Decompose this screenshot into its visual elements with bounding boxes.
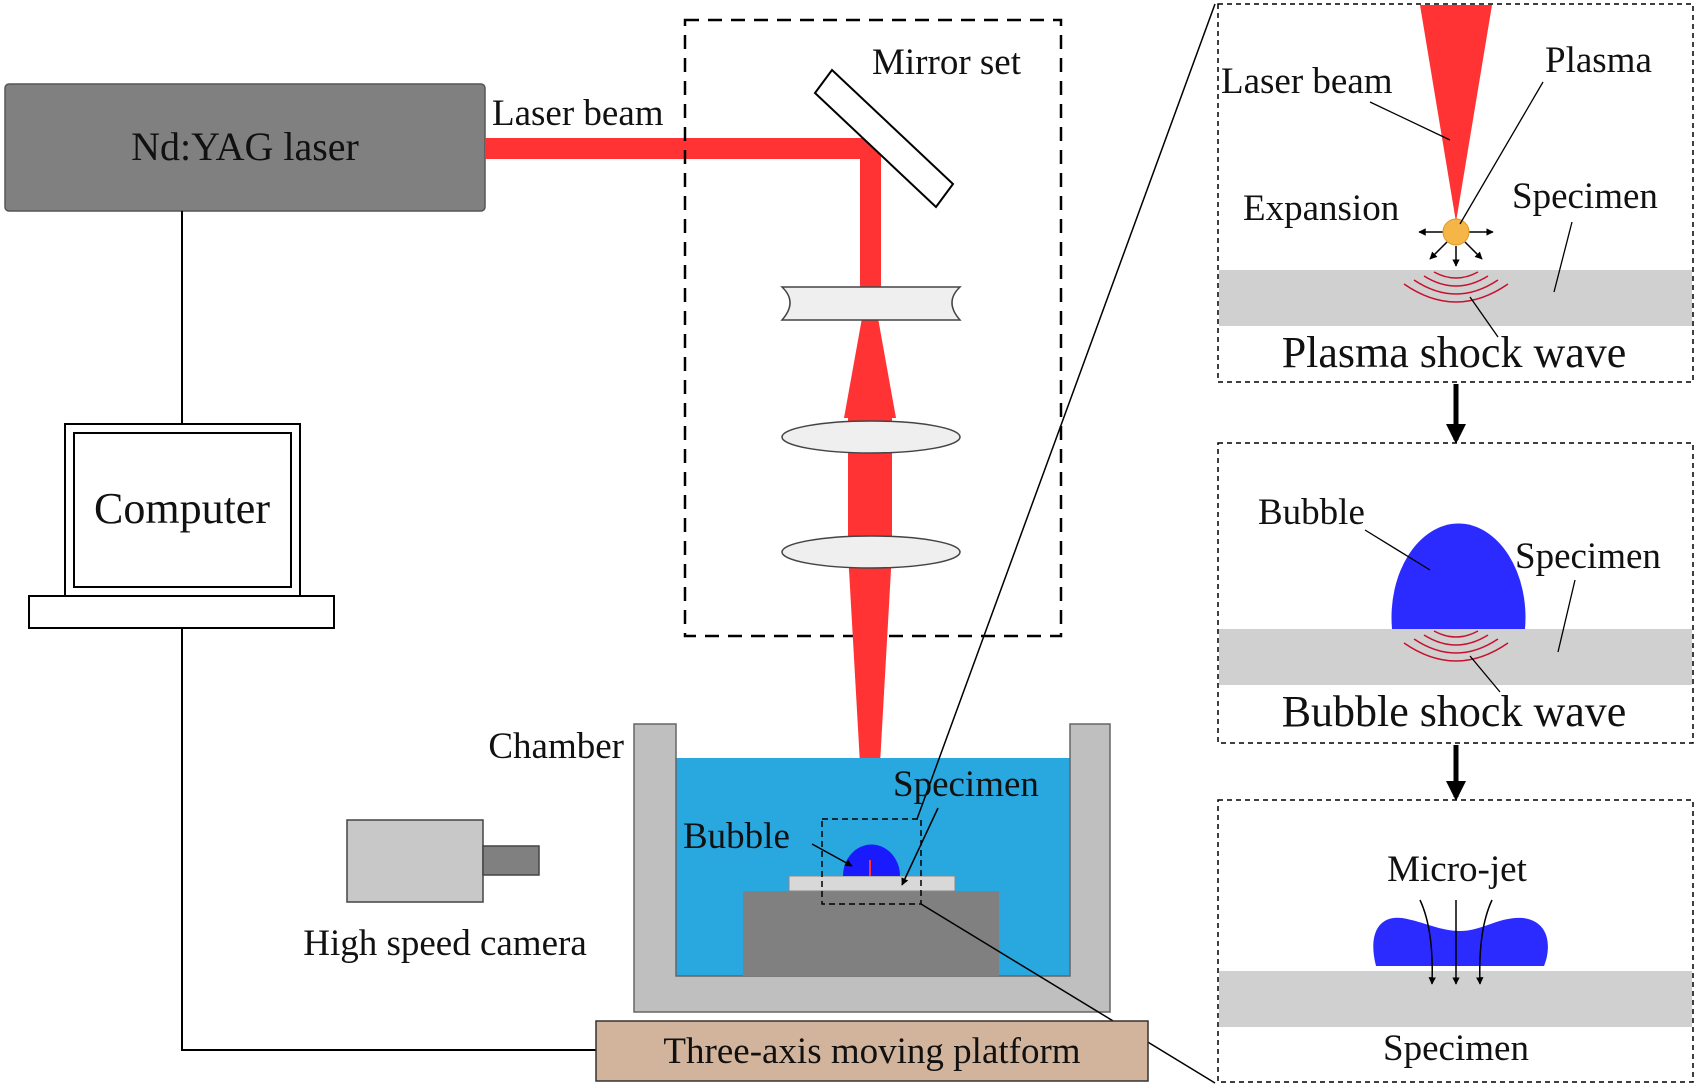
specimen-plate	[788, 875, 956, 892]
mirror	[813, 68, 955, 209]
chamber-label: Chamber	[488, 726, 624, 767]
microjet-bubble	[1373, 917, 1548, 966]
panel-plasma-laser-beam-pointer	[1369, 101, 1451, 141]
camera-lens	[482, 845, 540, 876]
plasma-shock-arcs	[1403, 271, 1509, 303]
panel-bubble-specimen-pointer	[1557, 579, 1576, 653]
panel-plasma-laser-beam-label: Laser beam	[1221, 61, 1393, 102]
mirror-set-label: Mirror set	[872, 42, 1022, 83]
bubble-pointer	[811, 843, 853, 867]
laser-beam-vertical-top	[860, 138, 881, 298]
panel-bubble: Bubble Specimen Bubble shock wave	[1217, 442, 1694, 744]
panel-plasma-specimen-label: Specimen	[1512, 176, 1658, 217]
zoom-line-top	[916, 3, 1216, 820]
panel-bubble-caption: Bubble shock wave	[1282, 687, 1627, 736]
platform	[595, 1020, 1149, 1082]
bubble	[843, 844, 900, 876]
laser-label: Nd:YAG laser	[131, 124, 359, 169]
panel-plasma-shock-pointer	[1469, 296, 1499, 338]
panel-bubble-specimen	[1219, 629, 1692, 685]
panel-microjet-caption: Specimen	[1383, 1028, 1529, 1069]
convex-lens-1	[781, 420, 961, 454]
specimen-pointer	[901, 807, 939, 886]
camera-label: High speed camera	[303, 923, 587, 964]
panel-bubble-specimen-label: Specimen	[1515, 536, 1661, 577]
zoom-region	[821, 818, 922, 905]
laser-beam-horizontal	[485, 138, 881, 159]
computer-base	[28, 595, 335, 629]
panel-microjet-label: Micro-jet	[1387, 849, 1527, 890]
expansion-arrows	[1418, 228, 1494, 267]
panel-bubble-bubble-pointer	[1364, 529, 1431, 571]
laser-beam-focusing	[848, 552, 892, 870]
panel-bubble-bubble-label: Bubble	[1258, 492, 1365, 533]
panel-bubble-shock-pointer	[1469, 655, 1501, 693]
panel-microjet: Micro-jet Specimen	[1217, 799, 1694, 1083]
panel-plasma-expansion-label: Expansion	[1243, 188, 1399, 229]
panel-plasma-specimen	[1219, 270, 1692, 326]
panel-plasma-plasma-pointer	[1459, 81, 1544, 225]
panel-plasma: Laser beam Plasma Expansion Specimen Pla…	[1217, 3, 1694, 383]
panel-plasma-plasma-label: Plasma	[1545, 40, 1652, 81]
laser-beam-label: Laser beam	[492, 93, 664, 134]
laser-beam-diverging	[844, 318, 896, 418]
convex-lens-2	[781, 535, 961, 569]
panel-plasma-caption: Plasma shock wave	[1282, 328, 1627, 377]
bubble-shock-arcs	[1403, 630, 1509, 662]
specimen-label: Specimen	[893, 764, 1039, 805]
panel-plasma-specimen-pointer	[1553, 221, 1573, 293]
bubble-label: Bubble	[683, 816, 790, 857]
computer-label: Computer	[94, 484, 270, 533]
camera-body	[346, 819, 484, 903]
chamber-wall	[633, 723, 1111, 1013]
computer-platform-cable	[181, 628, 596, 1051]
panel-bubble-bubble	[1391, 523, 1526, 629]
platform-label: Three-axis moving platform	[663, 1031, 1080, 1072]
computer-screen	[73, 432, 292, 588]
panel-plasma-beam	[1420, 5, 1492, 222]
concave-lens	[780, 286, 962, 321]
plasma	[1442, 218, 1470, 246]
microjet-arrows	[1419, 899, 1493, 985]
stage-block	[743, 891, 999, 976]
zoom-line-bottom	[920, 903, 1216, 1084]
